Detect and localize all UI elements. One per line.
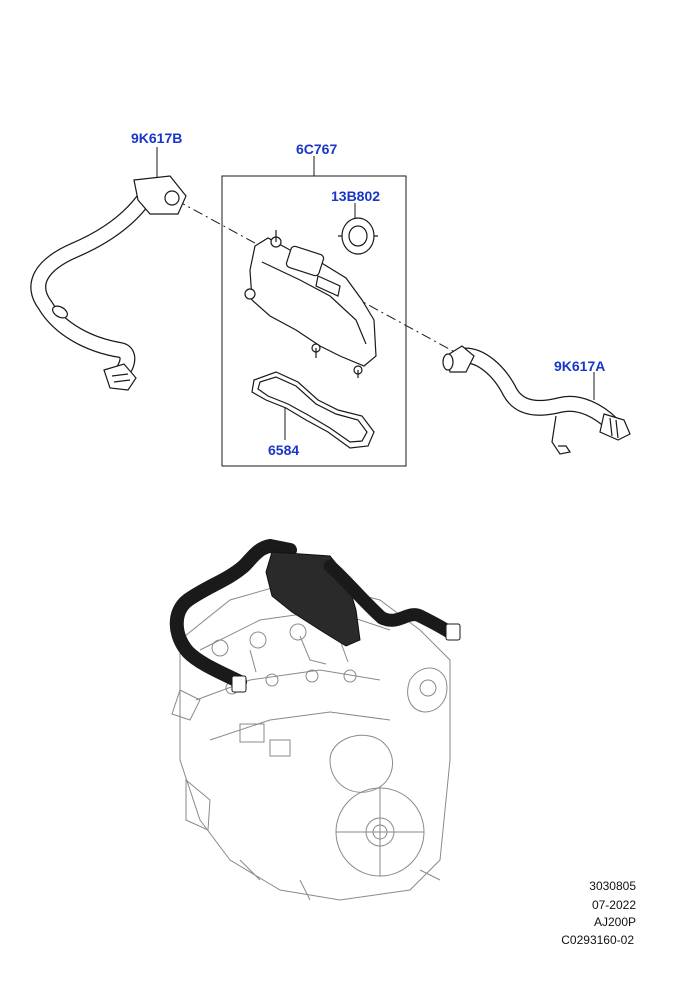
separator-6c767[interactable] (244, 230, 377, 378)
drawing-date: 07-2022 (591, 898, 636, 912)
hose-9k617b[interactable] (30, 175, 187, 391)
callout-9k617b[interactable]: 9K617B (131, 130, 183, 146)
installed-hose-a-connector (445, 623, 461, 641)
callout-6584[interactable]: 6584 (268, 442, 300, 458)
engine-code: AJ200P (593, 915, 636, 929)
callout-9k617a[interactable]: 9K617A (554, 358, 606, 374)
installed-hose-a (323, 559, 459, 641)
engine-assembly (171, 579, 451, 901)
installed-parts-highlight (169, 538, 461, 693)
drawing-number: 3030805 (589, 879, 636, 893)
installed-hose-b (169, 538, 297, 689)
gasket-6584[interactable] (251, 371, 375, 449)
callout-6c767[interactable]: 6C767 (296, 141, 338, 157)
reference-code: C0293160-02 (561, 933, 634, 947)
callout-13b802[interactable]: 13B802 (331, 188, 381, 204)
valve-13b802[interactable] (338, 217, 378, 255)
hose-9k617a[interactable] (442, 345, 631, 455)
installed-hose-b-connector (231, 675, 247, 693)
